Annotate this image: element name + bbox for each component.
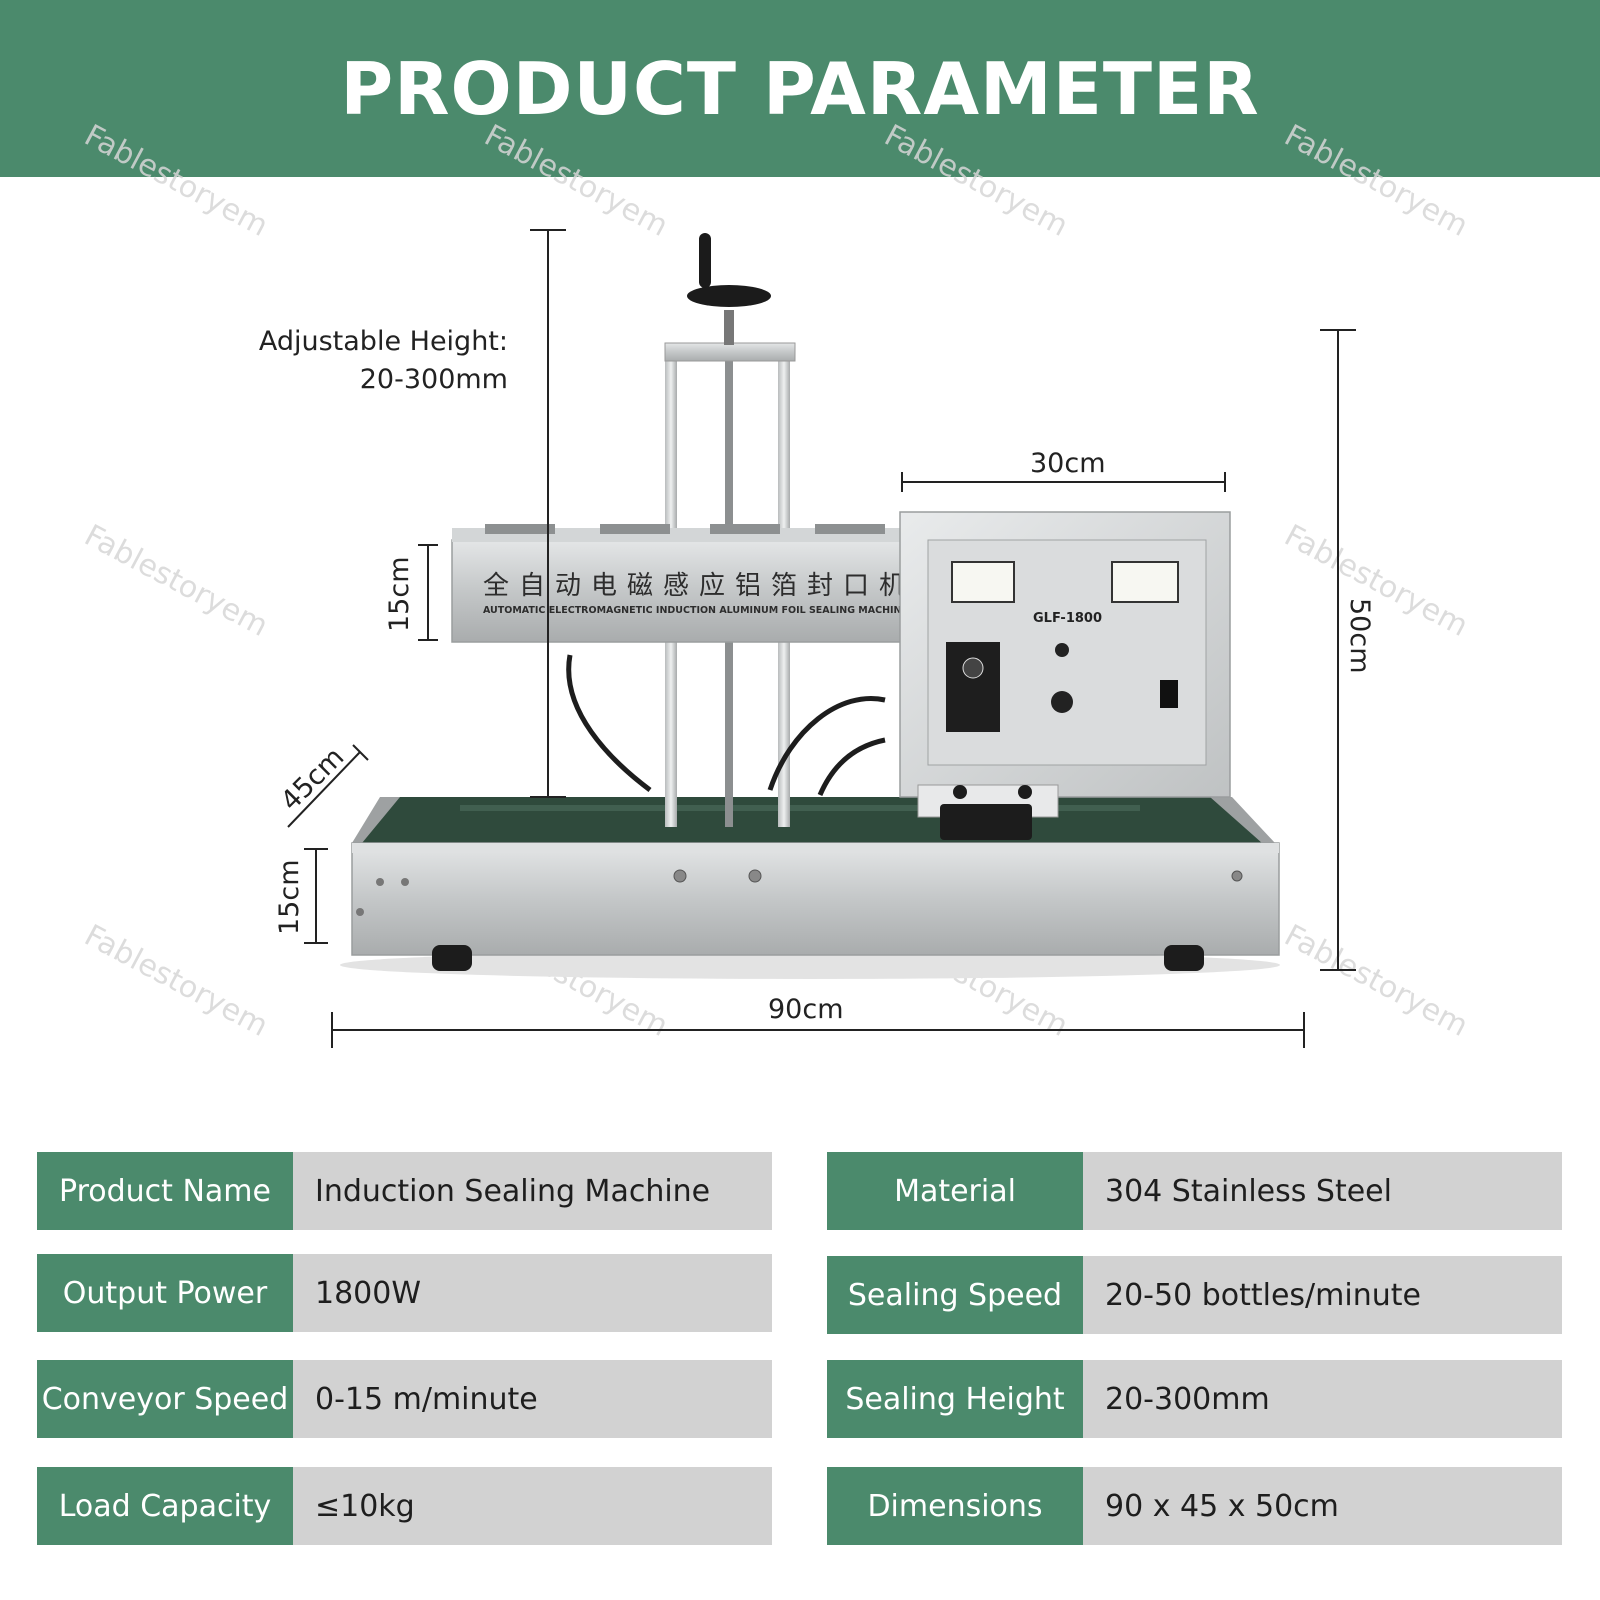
adjustable-height-note: Adjustable Height: 20-300mm xyxy=(259,323,508,399)
top-bracket xyxy=(664,342,796,362)
total-height-label: 50cm xyxy=(1344,598,1375,674)
english-machine-label: AUTOMATIC ELECTROMAGNETIC INDUCTION ALUM… xyxy=(483,605,908,616)
param-value: Induction Sealing Machine xyxy=(293,1152,772,1230)
handle-knob xyxy=(699,233,711,288)
param-row: Dimensions 90 x 45 x 50cm xyxy=(827,1467,1562,1545)
machine-illustration: 全自动电磁感应铝箔封口机 AUTOMATIC ELECTROMAGNETIC I… xyxy=(274,229,1375,1048)
param-value: 1800W xyxy=(293,1254,772,1332)
dim-tick xyxy=(352,744,369,761)
page-title: PRODUCT PARAMETER xyxy=(340,46,1260,131)
cable xyxy=(767,696,886,791)
param-row: Product Name Induction Sealing Machine xyxy=(37,1152,772,1230)
current-meter xyxy=(951,561,1015,603)
machine-base xyxy=(351,842,1280,956)
fan-icon xyxy=(710,524,780,534)
fan-icon xyxy=(815,524,885,534)
base-height-label: 15cm xyxy=(274,859,305,935)
chinese-machine-label: 全自动电磁感应铝箔封口机 xyxy=(483,571,915,601)
voltage-meter xyxy=(1111,561,1179,603)
conveyor-belt xyxy=(352,797,1262,843)
screw-icon xyxy=(376,878,384,886)
cable xyxy=(566,654,652,792)
param-row: Load Capacity ≤10kg xyxy=(37,1467,772,1545)
param-value: 20-300mm xyxy=(1083,1360,1562,1438)
base-lip xyxy=(352,843,1279,853)
power-knob xyxy=(1051,691,1073,713)
guide-clamp xyxy=(940,804,1032,840)
param-label: Conveyor Speed xyxy=(37,1360,293,1438)
param-label: Product Name xyxy=(37,1152,293,1230)
param-row: Conveyor Speed 0-15 m/minute xyxy=(37,1360,772,1438)
screw-icon xyxy=(356,908,364,916)
param-row: Material 304 Stainless Steel xyxy=(827,1152,1562,1230)
fan-icon xyxy=(600,524,670,534)
param-value: 90 x 45 x 50cm xyxy=(1083,1467,1562,1545)
depth-line xyxy=(287,751,361,828)
sealing-head-top xyxy=(452,528,935,542)
length-label: 90cm xyxy=(768,994,844,1025)
screw-icon xyxy=(748,869,762,883)
param-value: 0-15 m/minute xyxy=(293,1360,772,1438)
belt-rail xyxy=(352,797,400,843)
machine-foot xyxy=(1164,945,1204,971)
head-height-label: 15cm xyxy=(384,556,415,632)
param-label: Load Capacity xyxy=(37,1467,293,1545)
handle-stem xyxy=(724,310,734,345)
speed-dial-knob xyxy=(962,657,984,679)
param-value: 304 Stainless Steel xyxy=(1083,1152,1562,1230)
param-row: Sealing Speed 20-50 bottles/minute xyxy=(827,1256,1562,1334)
param-label: Output Power xyxy=(37,1254,293,1332)
cable xyxy=(817,737,886,796)
belt-highlight xyxy=(460,805,1140,811)
param-label: Material xyxy=(827,1152,1083,1230)
page-header: PRODUCT PARAMETER xyxy=(0,0,1600,177)
adjustable-height-label: Adjustable Height: xyxy=(258,326,508,357)
belt-rail xyxy=(1210,797,1275,843)
param-row: Sealing Height 20-300mm xyxy=(827,1360,1562,1438)
param-row: Output Power 1800W xyxy=(37,1254,772,1332)
clamp-knob xyxy=(1018,785,1032,799)
screw-icon xyxy=(401,878,409,886)
clamp-knob xyxy=(953,785,967,799)
indicator-light xyxy=(1055,643,1069,657)
param-label: Dimensions xyxy=(827,1467,1083,1545)
base-shadow xyxy=(340,951,1280,979)
screw-icon xyxy=(673,869,687,883)
param-label: Sealing Height xyxy=(827,1360,1083,1438)
depth-label: 45cm xyxy=(275,742,350,817)
speed-dial-plate xyxy=(946,642,1000,732)
param-value: 20-50 bottles/minute xyxy=(1083,1256,1562,1334)
model-label: GLF-1800 xyxy=(1033,611,1102,626)
power-switch xyxy=(1160,680,1178,708)
adjustable-height-value: 20-300mm xyxy=(359,364,508,395)
machine-foot xyxy=(432,945,472,971)
param-label: Sealing Speed xyxy=(827,1256,1083,1334)
screw-icon xyxy=(1231,870,1243,882)
param-value: ≤10kg xyxy=(293,1467,772,1545)
handwheel xyxy=(687,285,771,307)
fan-icon xyxy=(485,524,555,534)
top-width-label: 30cm xyxy=(1030,448,1106,479)
